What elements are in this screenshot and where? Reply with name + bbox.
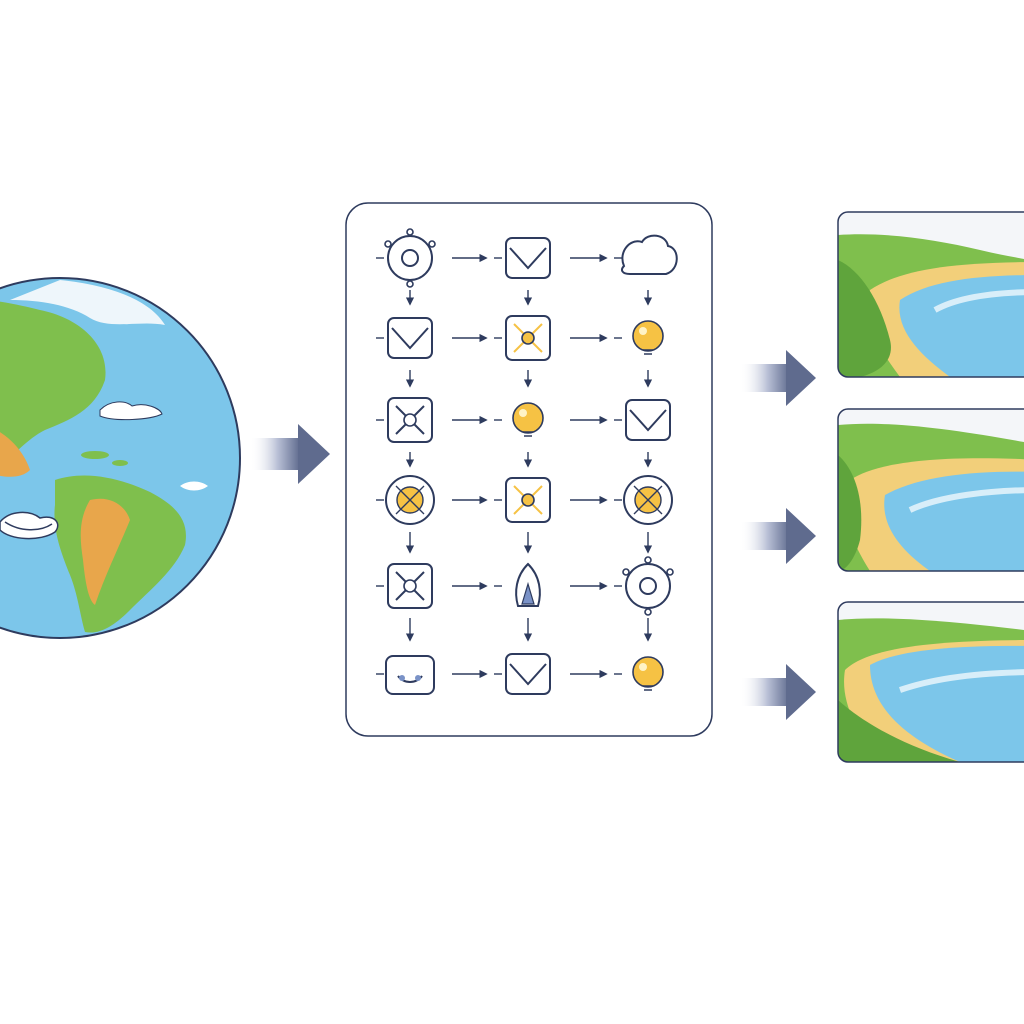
output-beach-image-2 <box>837 408 1024 572</box>
output-beach-image-3 <box>837 601 1024 763</box>
circle-icon <box>385 475 435 525</box>
cloud-icon <box>621 234 678 275</box>
circle-icon <box>623 475 673 525</box>
flow-arrow-3 <box>740 508 816 564</box>
output-beach-image-1 <box>837 211 1024 378</box>
network-icon <box>387 397 433 443</box>
earth-globe-icon <box>0 277 241 639</box>
network-icon <box>387 563 433 609</box>
flow-arrow-4 <box>740 664 816 720</box>
process-grid-nodes <box>384 228 678 695</box>
envelope-icon <box>625 399 671 441</box>
network-icon <box>505 315 551 361</box>
rocket-icon <box>515 562 541 607</box>
gear-icon <box>384 228 436 288</box>
envelope-icon <box>387 317 433 359</box>
bulb-icon <box>632 320 664 355</box>
envelope-icon <box>505 237 551 279</box>
bulb-icon <box>512 402 544 437</box>
envelope-icon <box>505 653 551 695</box>
briefcase-icon <box>385 655 435 695</box>
network-icon <box>505 477 551 523</box>
gear-icon <box>622 556 674 616</box>
flow-arrow-1 <box>250 424 330 484</box>
bulb-icon <box>632 656 664 691</box>
process-grid-links <box>376 253 653 679</box>
flow-arrow-2 <box>740 350 816 406</box>
process-panel <box>345 202 713 737</box>
